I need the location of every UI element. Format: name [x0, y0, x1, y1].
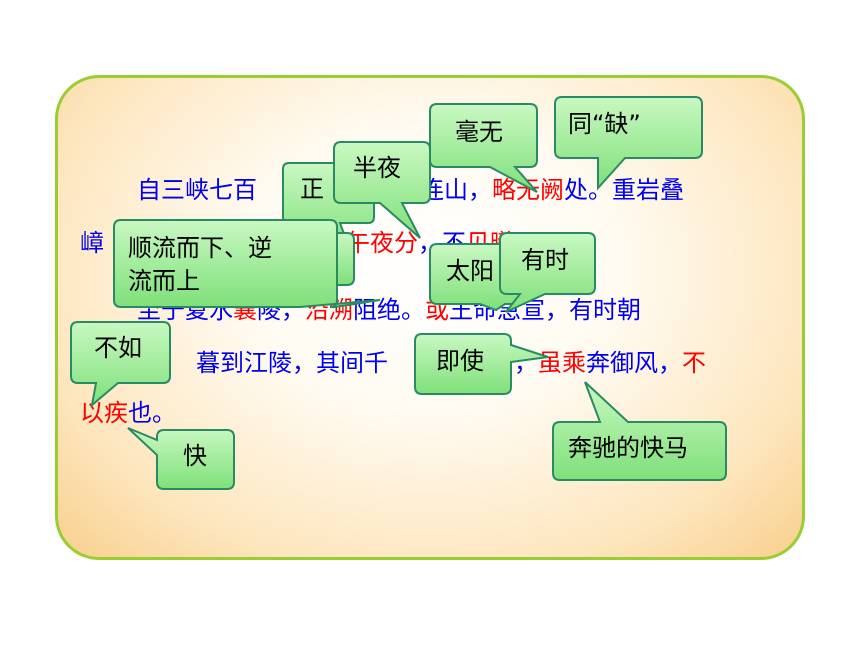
callout-tongque-text: 同“缺” — [568, 110, 641, 138]
passage-line-1: 自三峡七百 — [137, 176, 257, 204]
callout-taiyang-text: 太阳 — [446, 257, 494, 285]
passage-line-2a: 嶂 — [80, 229, 104, 257]
callout-haowu-text: 毫无 — [455, 118, 503, 146]
callout-shunliu-text-2: 流而上 — [128, 267, 200, 295]
callout-youshi-text: 有时 — [521, 246, 569, 274]
passage-line-1b: 连山，略无阙处。重岩叠 — [420, 176, 684, 204]
passage-line-5: 以疾也。 — [80, 399, 176, 427]
passage-line-4a: 暮到江陵，其间千 — [196, 349, 388, 377]
callout-benchi-text: 奔驰的快马 — [568, 434, 688, 462]
callout-kuai-text: 快 — [183, 442, 207, 470]
callout-banye-text: 半夜 — [353, 154, 401, 182]
passage-line-4b: ，虽乘奔御风，不 — [514, 349, 706, 377]
callout-jishi-text: 即使 — [436, 347, 484, 375]
callout-shunliu-text-1: 顺流而下、逆 — [128, 234, 272, 262]
callout-buru-text: 不如 — [94, 334, 142, 362]
callout-zheng-text: 正 — [300, 175, 324, 203]
